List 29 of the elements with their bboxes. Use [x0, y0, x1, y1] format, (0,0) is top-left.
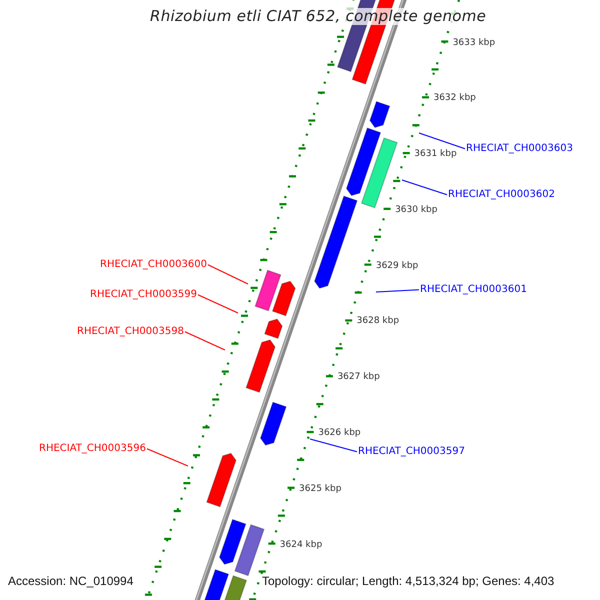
leader-line — [310, 438, 358, 452]
gene-label: RHECIAT_CH0003596 — [39, 443, 146, 454]
scale-tick-label: 3631 kbp — [414, 149, 457, 160]
title: Rhizobium etli CIAT 652, complete genome — [150, 8, 486, 26]
scale-tick-label: 3633 kbp — [452, 38, 496, 48]
scale-tick-label: 3624 kbp — [280, 540, 322, 550]
leader-line — [402, 180, 448, 196]
leader-line — [418, 132, 466, 150]
leader-line — [146, 448, 188, 466]
scale-tick-label: 3628 kbp — [356, 316, 400, 327]
leader-line — [197, 294, 238, 314]
leader-line — [376, 289, 420, 292]
gene-label: RHECIAT_CH0003597 — [358, 446, 465, 458]
gene-label: RHECIAT_CH0003602 — [448, 189, 555, 200]
gene-label: RHECIAT_CH0003600 — [100, 259, 207, 270]
scale-tick-label: 3630 kbp — [395, 204, 438, 216]
genome-info-text: Topology: circular; Length: 4,513,324 bp; Genes: 4,403 — [262, 575, 554, 589]
scale-tick-label: 3625 kbp — [299, 484, 342, 494]
scale-tick-label: 3629 kbp — [376, 260, 418, 271]
scale-tick-label: 3627 kbp — [337, 372, 380, 383]
leader-line — [184, 331, 226, 350]
scale-tick-label: 3632 kbp — [433, 93, 476, 104]
gene-label: RHECIAT_CH0003603 — [466, 143, 573, 154]
gene-label: RHECIAT_CH0003599 — [90, 289, 197, 300]
gene-label: RHECIAT_CH0003601 — [420, 284, 527, 296]
leader-line — [207, 264, 248, 284]
gene-label: RHECIAT_CH0003598 — [77, 326, 184, 338]
accession-text: Accession: NC_010994 — [8, 575, 134, 589]
scale-tick-label: 3626 kbp — [318, 428, 361, 438]
